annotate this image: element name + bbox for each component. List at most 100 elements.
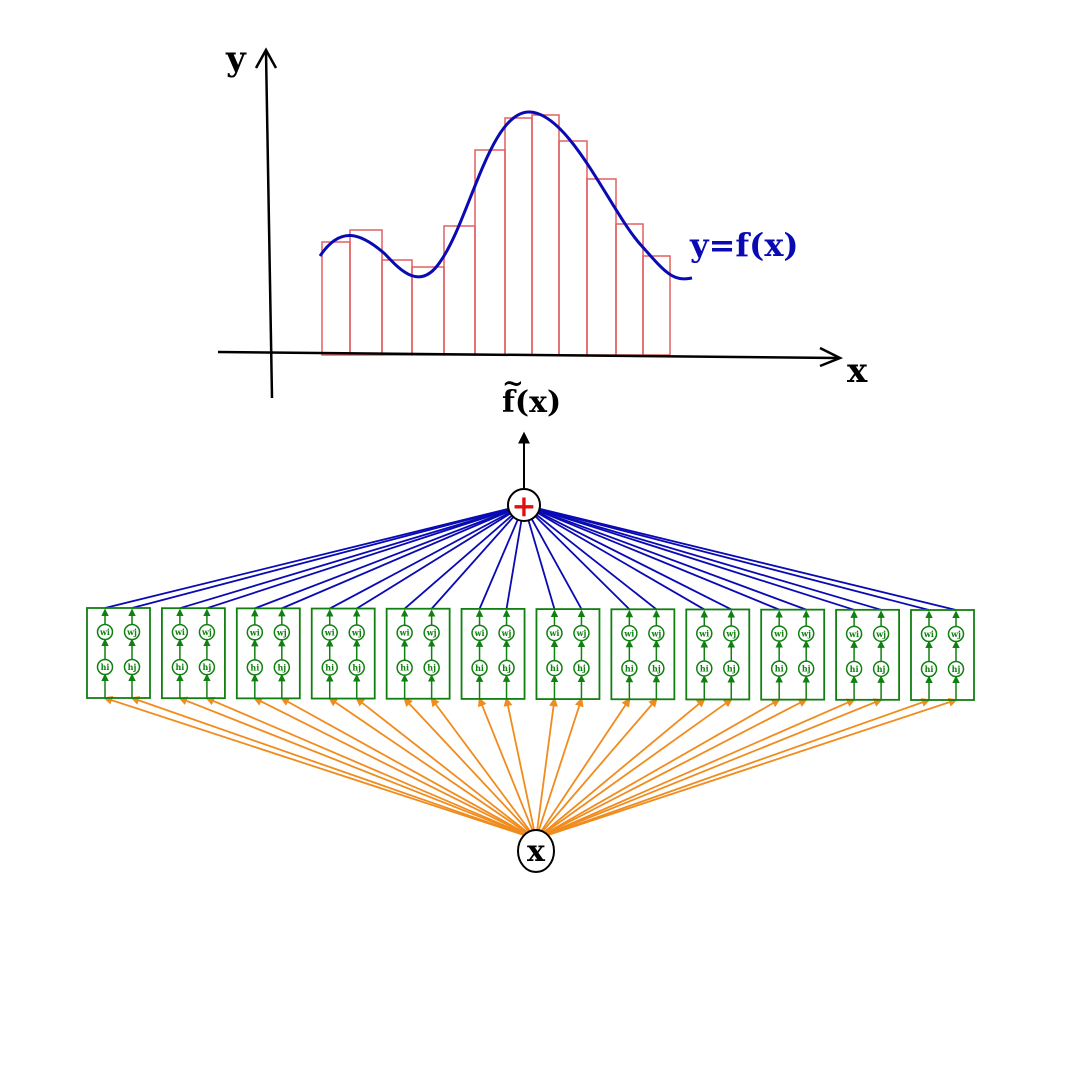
unit-node-wj <box>123 623 141 641</box>
unit-node-wj <box>872 625 890 643</box>
sum-connection-line <box>254 504 525 610</box>
unit-node-wi <box>471 624 488 642</box>
unit-node-hi-label: hi <box>775 664 784 674</box>
approximation-plot: y x y=f(x) <box>217 39 868 399</box>
sum-connection-line <box>104 504 525 609</box>
unit-node-hi <box>171 658 189 676</box>
unit-node-wj <box>273 624 291 641</box>
sum-connection-line <box>206 504 525 610</box>
unit-node-wj <box>348 624 365 641</box>
unit-node-hi <box>96 658 114 676</box>
y-axis-arrowhead <box>254 47 278 69</box>
unit-node-hj-label: hj <box>203 662 212 672</box>
unit-node-hi <box>471 659 488 677</box>
input-connection-line <box>280 697 537 840</box>
input-connection-line <box>535 698 856 840</box>
unit-node-wi-label: wi <box>848 629 859 639</box>
unit-node-wj-label: wj <box>725 628 736 638</box>
unit-node-hj <box>723 660 740 677</box>
sum-connection-line <box>356 504 525 610</box>
unit-frame <box>235 607 301 700</box>
unit-node-wi-label: wi <box>548 628 559 638</box>
unit-node-wj-label: wj <box>501 628 512 638</box>
unit-node-wi-label: wi <box>399 628 410 638</box>
unit-node-wi-label: wi <box>698 628 709 638</box>
unit-node-hj <box>797 660 815 677</box>
input-connection-line <box>403 697 537 840</box>
sum-connection-line <box>404 504 525 610</box>
unit-node-wi <box>770 625 788 642</box>
unit-node-wi <box>920 625 938 643</box>
unit-node-hj-label: hj <box>427 663 436 673</box>
sum-connection-line <box>505 504 525 610</box>
unit-node-wi-label: wi <box>773 629 784 639</box>
sum-connection-line <box>131 504 525 609</box>
input-connection-line <box>535 698 733 840</box>
unit-node-hi-label: hi <box>250 662 259 672</box>
unit-node-hj <box>273 659 291 676</box>
unit-node-hj <box>573 659 590 677</box>
unit-node-hi-label: hi <box>925 664 934 674</box>
unit-node-wi-label: wi <box>99 627 110 637</box>
unit-node-wj-label: wj <box>351 628 362 638</box>
unit-node-hi <box>621 660 638 677</box>
sum-connection-line <box>523 504 780 611</box>
unit-frame <box>86 607 151 699</box>
input-node-circle <box>517 829 555 873</box>
unit-frame <box>835 608 900 701</box>
input-connection-line <box>103 695 537 840</box>
input-connection-line <box>535 697 584 840</box>
y-axis-label: y <box>225 39 247 79</box>
input-connection-line <box>535 697 658 840</box>
input-connection-line <box>535 698 706 840</box>
unit-node-hi-label: hi <box>550 663 559 673</box>
unit-node-wi-label: wi <box>249 627 260 637</box>
input-connection-line <box>503 697 537 840</box>
unit-frame <box>161 607 226 700</box>
output-label-group: ~ f(x) <box>502 369 561 420</box>
unit-node-wi <box>246 624 264 641</box>
function-curve <box>318 110 693 281</box>
sum-connection-line <box>523 504 583 610</box>
unit-node-hj-label: hj <box>952 664 961 674</box>
x-axis-arrowhead <box>819 346 844 368</box>
input-connection-line <box>253 697 537 840</box>
sum-connection-line <box>523 504 957 611</box>
unit-node-wj-label: wj <box>426 628 437 638</box>
unit-node-hi <box>770 660 788 677</box>
unit-node-hi-label: hi <box>700 663 709 673</box>
approximation-bar <box>411 266 445 356</box>
sum-connection-line <box>523 504 930 611</box>
sum-connection-line <box>523 504 732 611</box>
input-connection-line <box>535 697 631 840</box>
unit-node-hj-label: hj <box>128 662 137 672</box>
unit-node-hj <box>498 659 515 677</box>
x-axis-label: x <box>847 351 868 391</box>
y-axis-line <box>264 51 274 399</box>
sum-symbol: + <box>511 489 536 524</box>
unit-node-wj-label: wj <box>201 627 212 637</box>
unit-node-wj <box>947 625 965 643</box>
sum-connection-line <box>329 504 525 610</box>
sum-connection-line <box>523 504 630 610</box>
unit-node-wi <box>696 625 713 642</box>
unit-node-hi-label: hi <box>101 662 110 672</box>
x-axis-line <box>217 350 839 360</box>
unit-frame <box>310 607 376 700</box>
sum-connection-line <box>478 504 525 610</box>
sum-connection-line <box>523 504 705 611</box>
unit-node-hj <box>648 660 665 677</box>
input-connection-line <box>535 698 931 840</box>
unit-node-hj-label: hj <box>652 663 661 673</box>
sum-node: + <box>507 488 541 524</box>
unit-node-wj <box>423 624 440 641</box>
input-connections <box>103 695 958 840</box>
unit-node-wj-label: wj <box>576 628 587 638</box>
